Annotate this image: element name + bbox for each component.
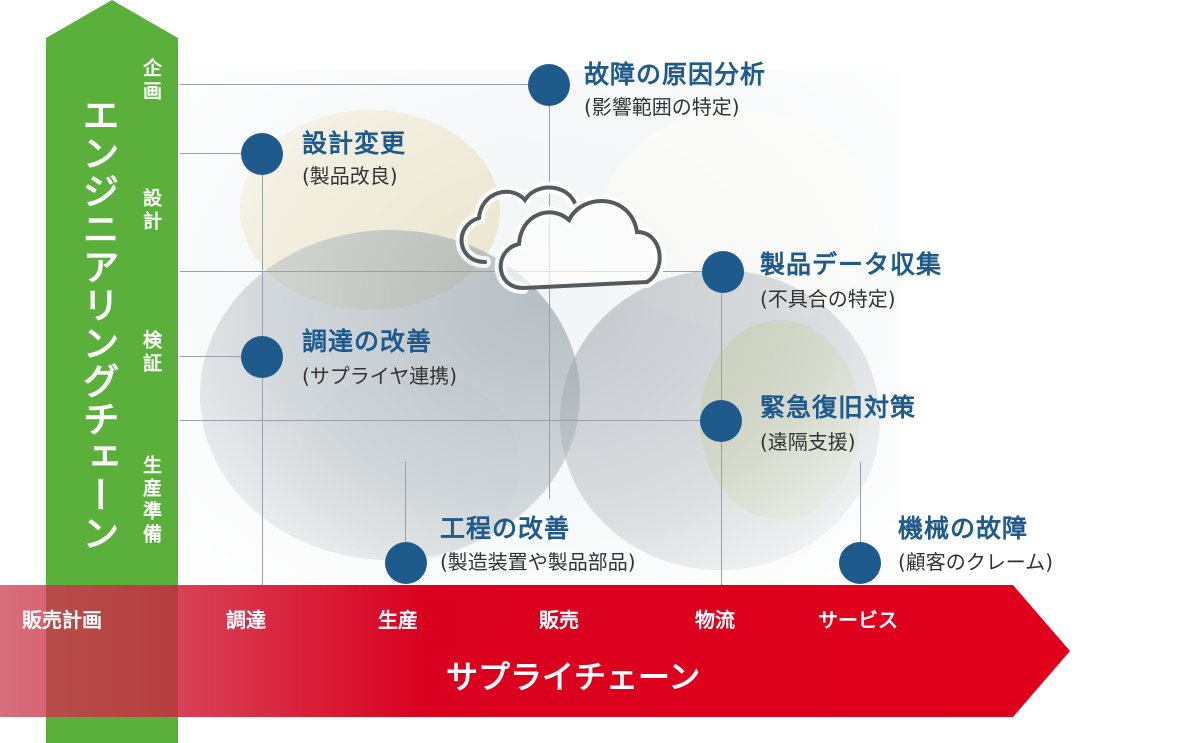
node-title-machine-failure: 機械の故障 <box>898 514 1029 543</box>
cloud-icon <box>455 181 666 294</box>
stage-service: サービス <box>818 608 898 632</box>
node-subtitle-process-improvement: (製造装置や製品部品) <box>440 550 636 574</box>
node-dot-procurement <box>241 336 283 378</box>
stage-butsuryu: 物流 <box>695 608 735 632</box>
node-subtitle-failure-cause: (影響範囲の特定) <box>584 95 740 119</box>
gridline-sekkei <box>180 153 244 154</box>
factory-background-photo <box>180 70 900 580</box>
node-title-failure-cause: 故障の原因分析 <box>584 60 767 89</box>
node-dot-product-data <box>702 251 744 293</box>
node-dot-process-improvement <box>385 542 427 584</box>
gridline-service <box>860 462 861 544</box>
node-dot-failure-cause <box>528 64 570 106</box>
node-title-product-data: 製品データ収集 <box>760 250 943 279</box>
node-title-process-improvement: 工程の改善 <box>440 514 571 543</box>
node-subtitle-product-data: (不具合の特定) <box>760 287 896 311</box>
engineering-chain-title: エンジニアリングチェーン <box>76 96 119 552</box>
stage-sekkei: 設計 <box>140 188 162 234</box>
node-title-procurement: 調達の改善 <box>302 327 433 356</box>
stage-seisan: 生産 <box>378 608 418 632</box>
gridline-kensho <box>180 356 244 357</box>
stage-hanbai: 販売 <box>539 608 579 632</box>
node-title-design-change: 設計変更 <box>302 129 407 158</box>
engineering-chain-arrow <box>46 0 178 743</box>
gridline-sekkei-right <box>180 271 705 272</box>
stage-hanbai-keikaku: 販売計画 <box>22 608 102 632</box>
gridline-hanbai <box>549 104 550 499</box>
stage-kikaku: 企画 <box>140 58 162 104</box>
node-dot-machine-failure <box>839 542 881 584</box>
node-dot-design-change <box>241 133 283 175</box>
node-subtitle-machine-failure: (顧客のクレーム) <box>898 550 1054 574</box>
node-subtitle-design-change: (製品改良) <box>302 164 398 188</box>
node-subtitle-emergency-recovery: (遠隔支援) <box>760 430 856 454</box>
gridline-kikaku <box>180 84 530 85</box>
stage-seisan-junbi: 生産準備 <box>140 455 162 547</box>
gridline-seisan-junbi <box>180 420 700 421</box>
node-title-emergency-recovery: 緊急復旧対策 <box>760 393 917 422</box>
node-subtitle-procurement: (サプライヤ連携) <box>302 364 458 388</box>
supply-chain-title: サプライチェーン <box>446 658 701 696</box>
stage-kensho: 検証 <box>140 330 162 376</box>
stage-chotatsu: 調達 <box>226 608 266 632</box>
supply-chain-arrow <box>0 585 1070 717</box>
gridline-seisan <box>405 462 406 544</box>
node-dot-emergency-recovery <box>700 400 742 442</box>
